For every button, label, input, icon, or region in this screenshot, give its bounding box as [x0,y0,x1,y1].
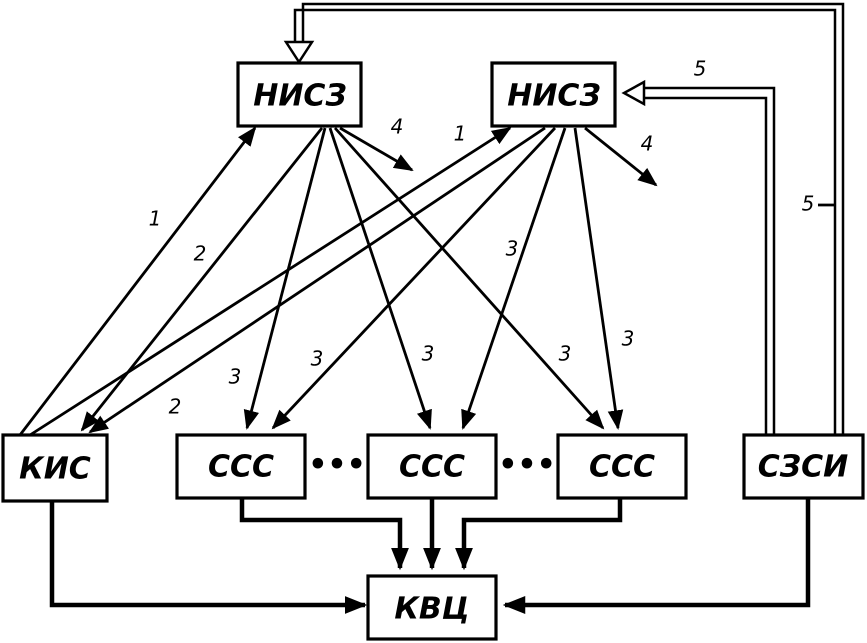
ssc-3-label: ССС [589,450,655,485]
szsi-kvc-link [502,452,817,614]
kis-label: КИС [19,452,91,487]
nisz-box-left: НИСЗ [236,61,363,128]
label-1-right: 1 [454,122,467,146]
label-3-a: 3 [229,365,242,389]
ssc-to-kvc-connectors [239,498,623,571]
label-4-right: 4 [641,132,654,156]
kvc-box: КВЦ [366,574,498,641]
kis-kvc-link [43,452,368,614]
szsi-box: СЗСИ [742,433,865,500]
ssc-box-2: ССС [366,433,498,500]
ssc-2-label: ССС [399,450,465,485]
label-3-f: 3 [622,327,635,351]
feedback-line-5-right [621,79,776,435]
label-3-e: 3 [559,342,572,366]
nisz-box-right: НИСЗ [490,61,617,128]
label-3-d: 3 [506,237,519,261]
ellipsis-1: ••• [308,448,366,483]
uplink-arrows-1 [18,126,512,437]
label-5-top: 5 [694,57,707,81]
ssc-1-label: ССС [208,450,274,485]
feedback-line-5-top [283,2,845,435]
label-2-lower: 2 [169,395,182,419]
label-1-left: 1 [149,207,162,231]
label-5-right: 5 [802,192,815,216]
nisz-right-label: НИСЗ [507,79,601,114]
downlink-arrows-3 [243,127,624,430]
ssc-box-3: ССС [556,433,688,500]
ssc-box-1: ССС [175,433,307,500]
label-3-b: 3 [311,347,324,371]
outgoing-arrows-4 [339,126,658,187]
label-2-upper: 2 [194,242,207,266]
szsi-label: СЗСИ [758,450,848,485]
downlink-arrows-2 [80,126,546,434]
kis-box: КИС [1,433,109,503]
label-3-c: 3 [422,342,435,366]
kvc-label: КВЦ [394,592,469,627]
label-4-left: 4 [391,115,404,139]
nisz-left-label: НИСЗ [253,79,347,114]
ellipsis-2: ••• [498,448,556,483]
